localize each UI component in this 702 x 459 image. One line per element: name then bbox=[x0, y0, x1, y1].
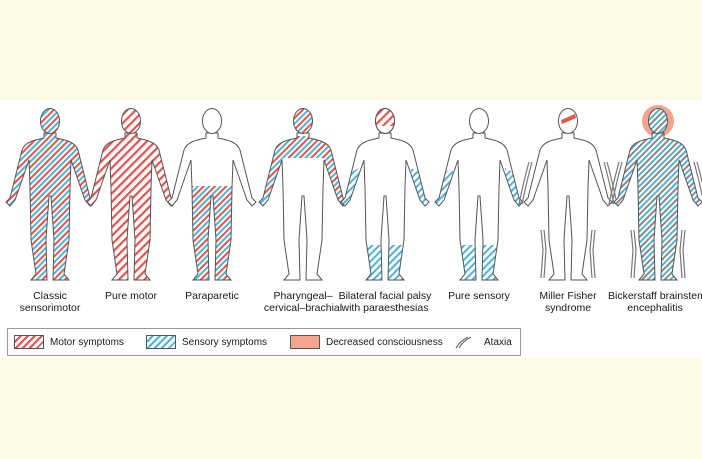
figure-paraparetic bbox=[167, 108, 257, 281]
legend-label: Motor symptoms bbox=[50, 336, 124, 348]
body-figures bbox=[5, 105, 702, 281]
caption-pcb: Pharyngeal– cervical–brachial bbox=[256, 290, 350, 314]
body-fill bbox=[341, 133, 429, 280]
caption-line: Paraparetic bbox=[185, 290, 239, 302]
legend-motor: Motor symptoms bbox=[14, 329, 124, 355]
body-fill bbox=[6, 133, 94, 280]
body-outline bbox=[523, 132, 613, 281]
body-fill bbox=[524, 133, 612, 280]
caption-line: Pure motor bbox=[105, 290, 157, 302]
caption-bfp: Bilateral facial palsy with paraesthesia… bbox=[338, 290, 432, 314]
figure-bickerstaff bbox=[608, 105, 702, 281]
body-outline bbox=[434, 132, 524, 281]
legend-label: Sensory symptoms bbox=[182, 336, 268, 348]
body-outline bbox=[167, 132, 257, 281]
figure-bfp bbox=[340, 108, 430, 281]
caption-line: syndrome bbox=[544, 302, 592, 314]
body-fill bbox=[259, 133, 347, 280]
figure-pcb bbox=[258, 108, 348, 281]
body-outline bbox=[5, 132, 95, 281]
figure-pure-sensory bbox=[434, 108, 524, 281]
body-outline bbox=[86, 132, 176, 281]
caption-line: Classic bbox=[33, 290, 67, 302]
caption-line: encephalitis bbox=[627, 302, 683, 314]
figure-pure-motor bbox=[86, 108, 176, 281]
caption-line: with paraesthesias bbox=[341, 302, 429, 314]
figure-classic bbox=[5, 108, 95, 281]
body-fill bbox=[435, 133, 523, 280]
body-fill bbox=[168, 133, 256, 280]
body-fill bbox=[614, 133, 702, 280]
body-fill bbox=[87, 133, 175, 280]
body-outline bbox=[613, 132, 702, 281]
legend-ataxia: Ataxia bbox=[448, 329, 512, 355]
sensory-swatch bbox=[146, 335, 176, 349]
consciousness-swatch bbox=[290, 335, 320, 349]
body-outline bbox=[258, 132, 348, 281]
motor-swatch bbox=[14, 335, 44, 349]
legend: Motor symptoms Sensory symptoms Decrease… bbox=[7, 328, 521, 356]
caption-miller-fisher: Miller Fisher syndrome bbox=[521, 290, 615, 314]
caption-line: sensorimotor bbox=[19, 302, 81, 314]
caption-pure-motor: Pure motor bbox=[84, 290, 178, 302]
eye-weakness bbox=[561, 114, 576, 124]
figure-panel: Classic sensorimotor Pure motor Parapare… bbox=[0, 100, 702, 358]
caption-line: cervical–brachial bbox=[263, 302, 343, 314]
caption-pure-sensory: Pure sensory bbox=[432, 290, 526, 302]
legend-sensory: Sensory symptoms bbox=[146, 329, 267, 355]
caption-line: Pure sensory bbox=[448, 290, 510, 302]
caption-line: Pharyngeal– bbox=[273, 290, 333, 302]
caption-line: Bickerstaff brainstem bbox=[608, 290, 702, 302]
body-outline bbox=[340, 132, 430, 281]
legend-consciousness: Decreased consciousness bbox=[290, 329, 443, 355]
caption-classic: Classic sensorimotor bbox=[3, 290, 97, 314]
figure-miller-fisher bbox=[518, 108, 618, 281]
legend-label: Decreased consciousness bbox=[326, 336, 443, 348]
caption-paraparetic: Paraparetic bbox=[165, 290, 259, 302]
ataxia-icon bbox=[448, 335, 478, 349]
caption-bickerstaff: Bickerstaff brainstem encephalitis bbox=[608, 290, 702, 314]
caption-line: Miller Fisher bbox=[539, 290, 597, 302]
legend-label: Ataxia bbox=[484, 336, 512, 348]
caption-line: Bilateral facial palsy bbox=[338, 290, 432, 302]
